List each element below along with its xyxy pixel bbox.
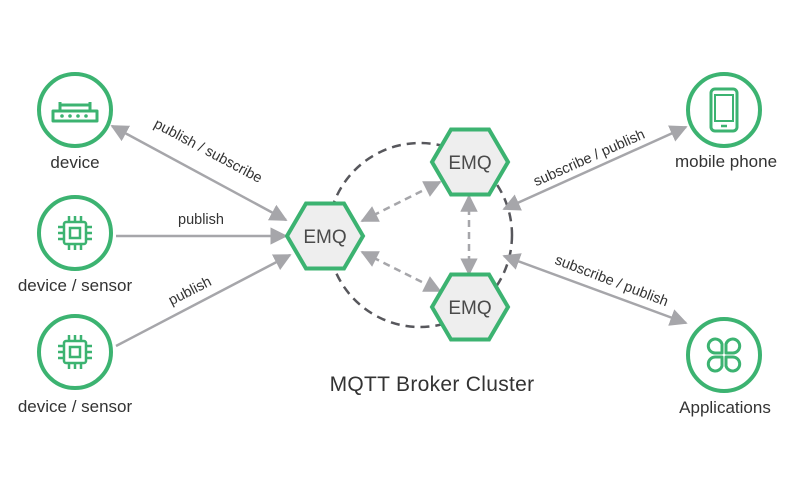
broker-emq-left: EMQ [284, 201, 366, 271]
client-label: device [50, 153, 99, 172]
broker-label: EMQ [303, 227, 346, 248]
edge-label-phone: subscribe / publish [531, 127, 647, 190]
edge-emq-left-to-top [360, 180, 442, 223]
edge-sensor2-to-emq [115, 253, 292, 348]
edge-emq-left-to-bottom [360, 250, 442, 293]
router-icon [51, 102, 99, 123]
client-sensor-1: device / sensor [18, 195, 133, 295]
edge-label-sensor2: publish [166, 274, 214, 309]
clover-apps-icon [706, 337, 742, 373]
client-sensor-2: device / sensor [18, 314, 133, 416]
broker-label: EMQ [448, 298, 491, 319]
client-mobile-phone: mobile phone [675, 72, 777, 171]
hexagon-icon [429, 272, 511, 342]
client-label: mobile phone [675, 152, 777, 171]
edge-label-sensor1: publish [178, 212, 224, 228]
broker-emq-top: EMQ [429, 127, 511, 197]
broker-label: EMQ [448, 153, 491, 174]
client-label: device / sensor [18, 397, 133, 416]
broker-sync-edges [360, 180, 478, 293]
client-circle [686, 72, 762, 148]
client-label: device / sensor [18, 276, 133, 295]
client-edges [110, 124, 688, 348]
client-circle [37, 314, 113, 390]
edge-phone-to-emq [502, 125, 688, 211]
hexagon-icon [429, 127, 511, 197]
client-label: Applications [679, 398, 771, 417]
chip-icon [58, 335, 92, 369]
client-device: device [37, 72, 113, 172]
cluster-caption: MQTT Broker Cluster [330, 373, 535, 396]
hexagon-icon [284, 201, 366, 271]
edge-label-device: publish / subscribe [151, 116, 265, 187]
client-applications: Applications [679, 317, 771, 417]
broker-emq-bottom: EMQ [429, 272, 511, 342]
edge-device-to-emq [110, 124, 288, 222]
client-circle [37, 195, 113, 271]
mobile-phone-icon [709, 87, 739, 133]
chip-icon [58, 216, 92, 250]
client-circle [686, 317, 762, 393]
edge-apps-to-emq [502, 253, 688, 326]
